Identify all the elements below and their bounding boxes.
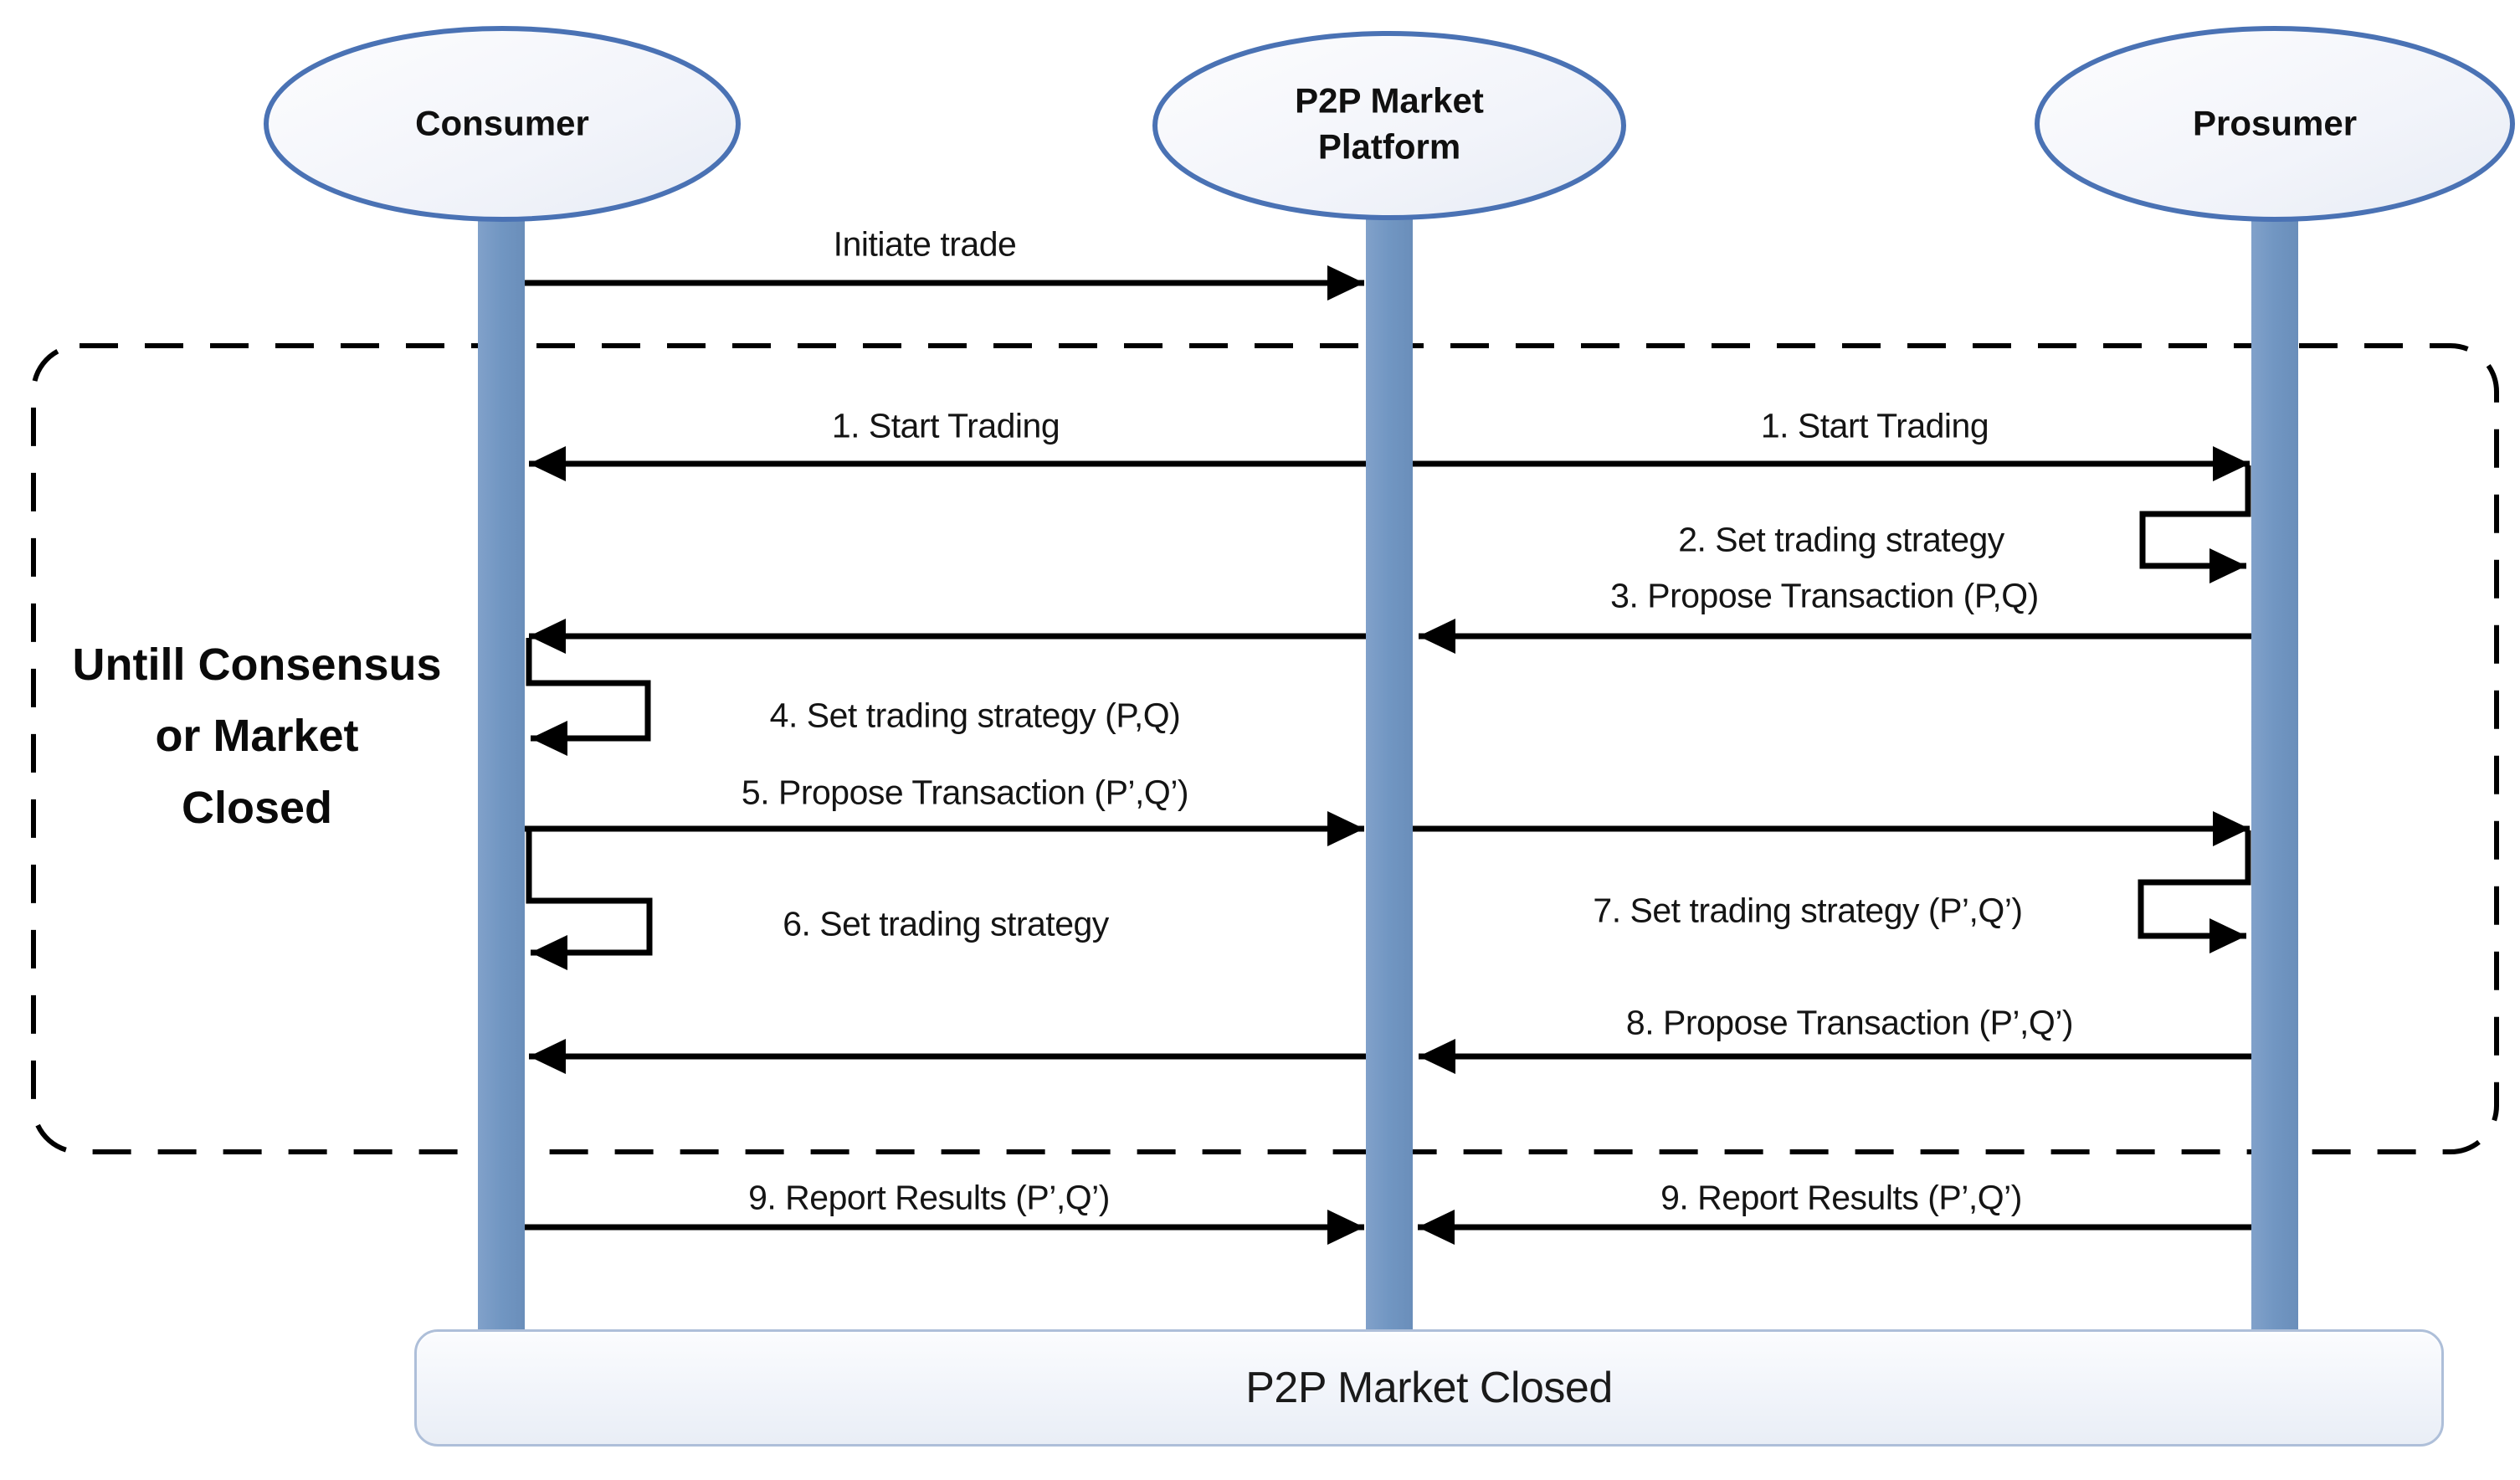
- message-4-label: 4. Set trading strategy (P,Q): [769, 696, 1181, 735]
- loop-dashed-box: [31, 343, 2499, 1154]
- message-7-label: 7. Set trading strategy (P’,Q’): [1593, 891, 2023, 930]
- message-3-label: 3. Propose Transaction (P,Q): [1610, 576, 2039, 615]
- message-6-self-loop: [526, 830, 653, 970]
- message-9-right-label: 9. Report Results (P’,Q’): [1660, 1178, 2022, 1217]
- consumer-lifeline: [478, 146, 525, 1333]
- message-9-left-label: 9. Report Results (P’,Q’): [748, 1178, 1110, 1217]
- platform-lifeline: [1366, 146, 1413, 1333]
- message-1-right-label: 1. Start Trading: [1760, 406, 1989, 445]
- message-7-self-loop: [2138, 830, 2251, 953]
- initiate-trade-label: Initiate trade: [833, 224, 1017, 264]
- consumer-ellipse: [264, 26, 741, 222]
- message-5-label: 5. Propose Transaction (P’,Q’): [741, 773, 1189, 812]
- message-2-label: 2. Set trading strategy: [1678, 520, 2004, 559]
- message-1-left-label: 1. Start Trading: [831, 406, 1060, 445]
- platform-actor-label: P2P Market Platform: [1295, 80, 1484, 166]
- market-closed-bar: P2P Market Closed: [414, 1329, 2444, 1447]
- message-4-self-loop: [526, 638, 651, 756]
- market-closed-label: P2P Market Closed: [1245, 1364, 1613, 1412]
- consumer-actor-label: Consumer: [415, 103, 589, 143]
- message-8-label: 8. Propose Transaction (P’,Q’): [1625, 1003, 2074, 1042]
- prosumer-lifeline: [2251, 146, 2298, 1333]
- prosumer-actor-label: Prosumer: [2192, 103, 2358, 143]
- message-6-label: 6. Set trading strategy: [783, 904, 1109, 943]
- platform-ellipse: [1152, 31, 1626, 220]
- message-2-self-loop: [2139, 465, 2251, 583]
- loop-condition-label: Untill Consensus or Market Closed: [72, 640, 442, 833]
- prosumer-ellipse: [2035, 26, 2515, 222]
